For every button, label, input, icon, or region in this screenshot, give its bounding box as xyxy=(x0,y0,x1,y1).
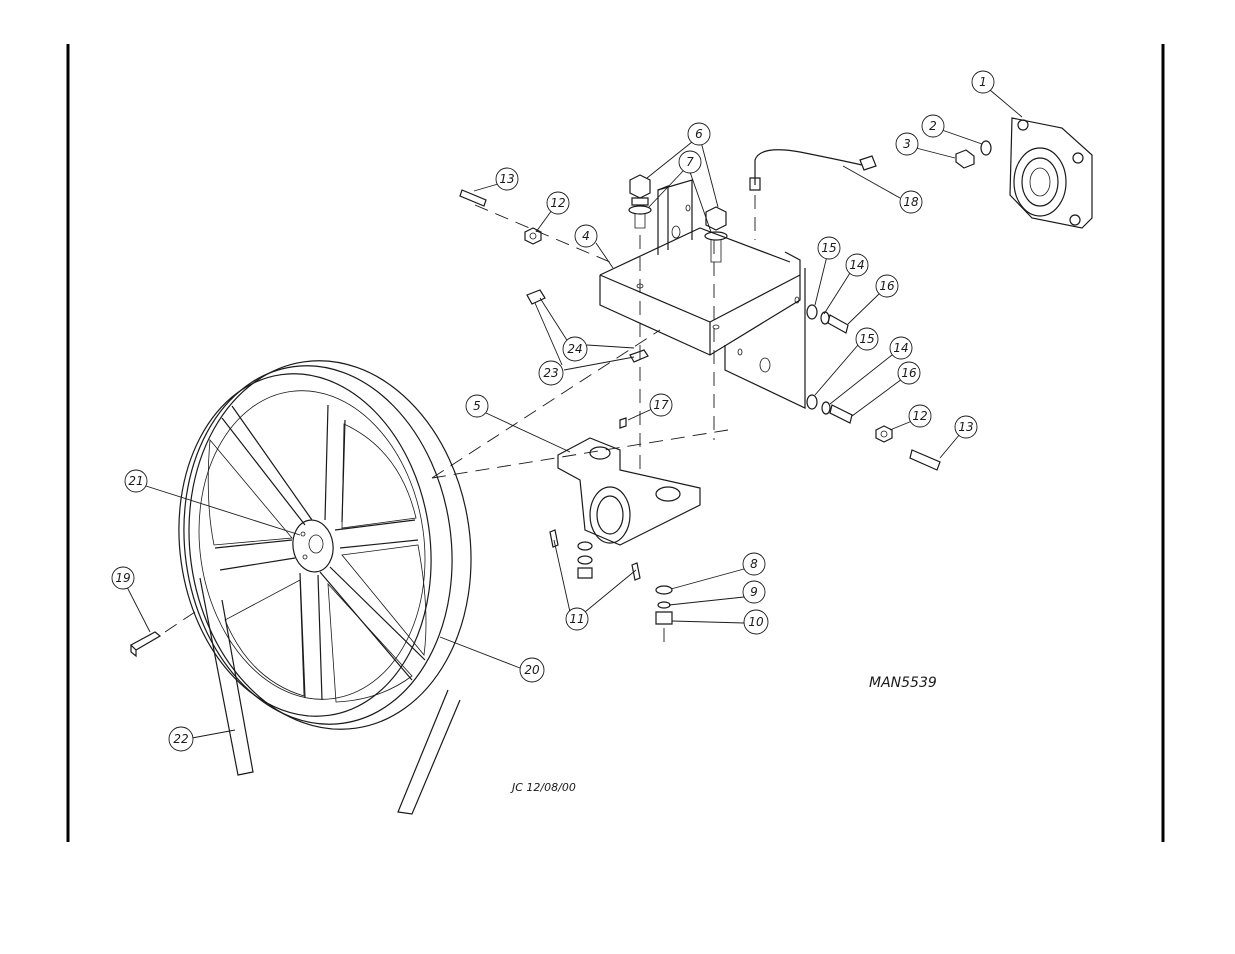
axis-line-rod xyxy=(474,204,611,263)
svg-text:17: 17 xyxy=(653,398,669,412)
callout-4: 4 xyxy=(574,224,598,248)
callout-7: 7 xyxy=(678,150,702,174)
callout-24: 24 xyxy=(562,336,588,362)
callout-23: 23 xyxy=(538,360,564,386)
callout-15-lower: 15 xyxy=(855,327,879,351)
callout-9: 9 xyxy=(742,580,766,604)
set-screws xyxy=(526,289,649,363)
svg-text:9: 9 xyxy=(750,585,758,599)
svg-text:14: 14 xyxy=(849,258,864,272)
hex-bolt-pair xyxy=(628,174,728,263)
svg-text:13: 13 xyxy=(499,172,514,186)
svg-text:8: 8 xyxy=(750,557,758,571)
callout-16-lower: 16 xyxy=(897,361,921,385)
callout-18: 18 xyxy=(899,190,923,214)
pulley-wheel xyxy=(178,360,472,730)
callout-14-lower: 14 xyxy=(889,336,913,360)
axis-line-upper xyxy=(431,329,661,479)
callout-12-lower: 12 xyxy=(908,404,932,428)
callout-15-upper: 15 xyxy=(817,236,841,260)
key xyxy=(130,611,196,658)
svg-text:12: 12 xyxy=(550,196,565,210)
bearing-nut xyxy=(955,149,975,169)
callout-6: 6 xyxy=(687,122,711,146)
callout-2: 2 xyxy=(921,114,945,138)
svg-text:1: 1 xyxy=(979,75,987,89)
svg-text:20: 20 xyxy=(524,663,540,677)
drawing-number: MAN5539 xyxy=(869,675,937,691)
author-date: JC 12/08/00 xyxy=(510,781,576,794)
v-belt xyxy=(199,577,461,815)
callout-20: 20 xyxy=(519,657,545,683)
pillow-block-fasteners xyxy=(549,529,641,581)
svg-text:7: 7 xyxy=(686,155,694,169)
svg-text:16: 16 xyxy=(901,366,917,380)
svg-text:14: 14 xyxy=(893,341,908,355)
callout-13-upper: 13 xyxy=(495,167,519,191)
lock-washer xyxy=(980,140,992,156)
mounting-bracket xyxy=(599,179,806,409)
fastener-set-lower xyxy=(806,394,853,424)
callout-21: 21 xyxy=(124,469,148,493)
grease-fitting xyxy=(619,417,627,429)
callout-1: 1 xyxy=(971,70,995,94)
svg-text:15: 15 xyxy=(821,241,836,255)
svg-text:5: 5 xyxy=(473,399,481,413)
callout-13-lower: 13 xyxy=(954,415,978,439)
callout-16-upper: 16 xyxy=(875,274,899,298)
svg-text:21: 21 xyxy=(128,474,143,488)
svg-text:16: 16 xyxy=(879,279,895,293)
callout-5: 5 xyxy=(465,394,489,418)
sensor-cable xyxy=(749,149,877,240)
pillow-block xyxy=(557,437,701,546)
axis-line-lower xyxy=(431,429,729,479)
flange-bearing xyxy=(1009,117,1093,229)
callout-14-upper: 14 xyxy=(845,253,869,277)
callout-19: 19 xyxy=(111,566,135,590)
callout-leaders xyxy=(126,89,1023,739)
svg-text:10: 10 xyxy=(748,615,764,629)
svg-text:4: 4 xyxy=(582,229,590,243)
svg-text:2: 2 xyxy=(929,119,937,133)
svg-text:11: 11 xyxy=(569,612,584,626)
callout-10: 10 xyxy=(743,609,769,635)
callout-12-upper: 12 xyxy=(546,191,570,215)
callout-3: 3 xyxy=(895,132,919,156)
threaded-rod-lower xyxy=(909,449,941,471)
svg-text:19: 19 xyxy=(115,571,130,585)
svg-text:13: 13 xyxy=(958,420,973,434)
washer-nut-stack xyxy=(655,585,673,645)
threaded-rod-upper xyxy=(459,189,487,207)
hex-nut-lower xyxy=(875,425,893,443)
callout-17: 17 xyxy=(649,393,673,417)
callout-8: 8 xyxy=(742,552,766,576)
svg-text:22: 22 xyxy=(173,732,188,746)
svg-text:6: 6 xyxy=(695,127,703,141)
svg-text:18: 18 xyxy=(903,195,919,209)
callout-11: 11 xyxy=(565,607,589,631)
svg-text:23: 23 xyxy=(543,366,558,380)
svg-text:24: 24 xyxy=(567,342,582,356)
svg-text:15: 15 xyxy=(859,332,874,346)
hex-nut-upper xyxy=(524,227,542,245)
callout-22: 22 xyxy=(168,726,194,752)
svg-text:3: 3 xyxy=(903,137,911,151)
svg-text:12: 12 xyxy=(912,409,927,423)
